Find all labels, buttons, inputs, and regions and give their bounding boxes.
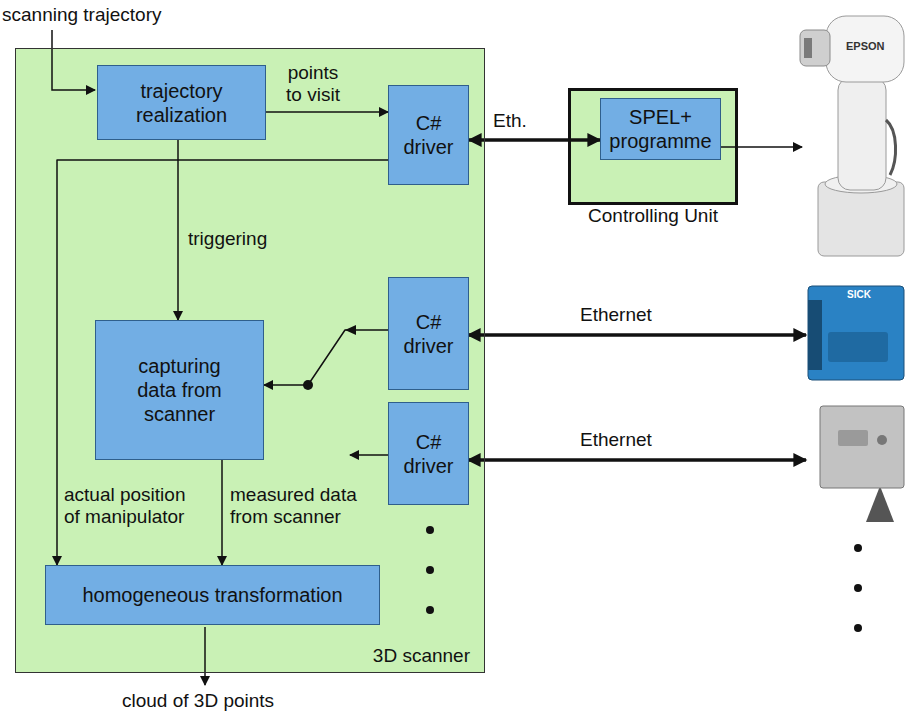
connector <box>264 325 388 390</box>
controller-box: Controlling UnitSPEL+ programme <box>568 88 738 205</box>
ellipsis-dot <box>854 544 862 552</box>
switch-pivot <box>303 380 313 390</box>
connector-line <box>177 140 179 320</box>
switch-contact-arrow <box>350 454 388 456</box>
ellipsis-dot <box>854 584 862 592</box>
box-label: homogeneous transformation <box>82 583 342 607</box>
box-label: trajectory realization <box>108 79 255 127</box>
input-label: scanning trajectory <box>2 4 161 26</box>
connector <box>469 140 600 141</box>
ellipsis-dot <box>426 566 434 574</box>
region-label: Controlling Unit <box>551 205 755 227</box>
driver-box: C# driver <box>388 85 469 185</box>
connector <box>266 112 388 113</box>
brand-label: SICK <box>847 289 871 301</box>
robot-control-arrow <box>717 146 802 148</box>
ethernet-link <box>468 333 806 337</box>
edge-label: points to visit <box>280 62 346 106</box>
box-label: capturing data from scanner <box>121 354 238 426</box>
ellipsis-dot <box>854 624 862 632</box>
edge-label: triggering <box>188 228 267 250</box>
process-box: capturing data from scanner <box>95 320 264 460</box>
process-box: homogeneous transformation <box>45 565 380 625</box>
link-label: Ethernet <box>580 429 652 451</box>
box-label: C# driver <box>393 310 464 358</box>
region-fill <box>568 88 738 205</box>
edge-label: actual position of manipulator <box>64 484 194 528</box>
connector <box>57 160 388 565</box>
connector-line <box>264 330 388 385</box>
process-box: trajectory realization <box>97 65 266 140</box>
connector <box>178 140 179 320</box>
connector-line <box>469 138 600 142</box>
edge-label: measured data from scanner <box>230 484 370 528</box>
input-arrow <box>52 30 95 90</box>
connector-line <box>266 111 388 113</box>
connector <box>222 460 223 565</box>
program-box: SPEL+ programme <box>600 98 721 160</box>
box-label: C# driver <box>393 111 464 159</box>
connector-line <box>221 460 223 565</box>
driver-box: C# driver <box>388 277 469 390</box>
box-label: C# driver <box>393 430 464 478</box>
brand-label: EPSON <box>846 40 885 53</box>
output-arrow <box>204 627 206 685</box>
laser-sensor-illustration <box>820 406 904 522</box>
system-panel: 3D scanner trajectory realization C# drive… <box>15 48 485 673</box>
ethernet-link <box>468 458 806 462</box>
sick-scanner-illustration <box>808 286 904 380</box>
output-label: cloud of 3D points <box>122 690 274 712</box>
region-label: 3D scanner <box>373 645 470 667</box>
driver-box: C# driver <box>388 402 469 505</box>
ellipsis-dot <box>426 606 434 614</box>
ellipsis-dot <box>426 526 434 534</box>
connector-line <box>57 160 388 565</box>
robot-illustration <box>800 16 904 256</box>
region-fill <box>15 48 485 673</box>
link-label: Ethernet <box>580 304 652 326</box>
switch-arrowhead <box>345 325 356 335</box>
edge-label: Eth. <box>493 110 527 132</box>
box-label: SPEL+ programme <box>607 105 714 153</box>
